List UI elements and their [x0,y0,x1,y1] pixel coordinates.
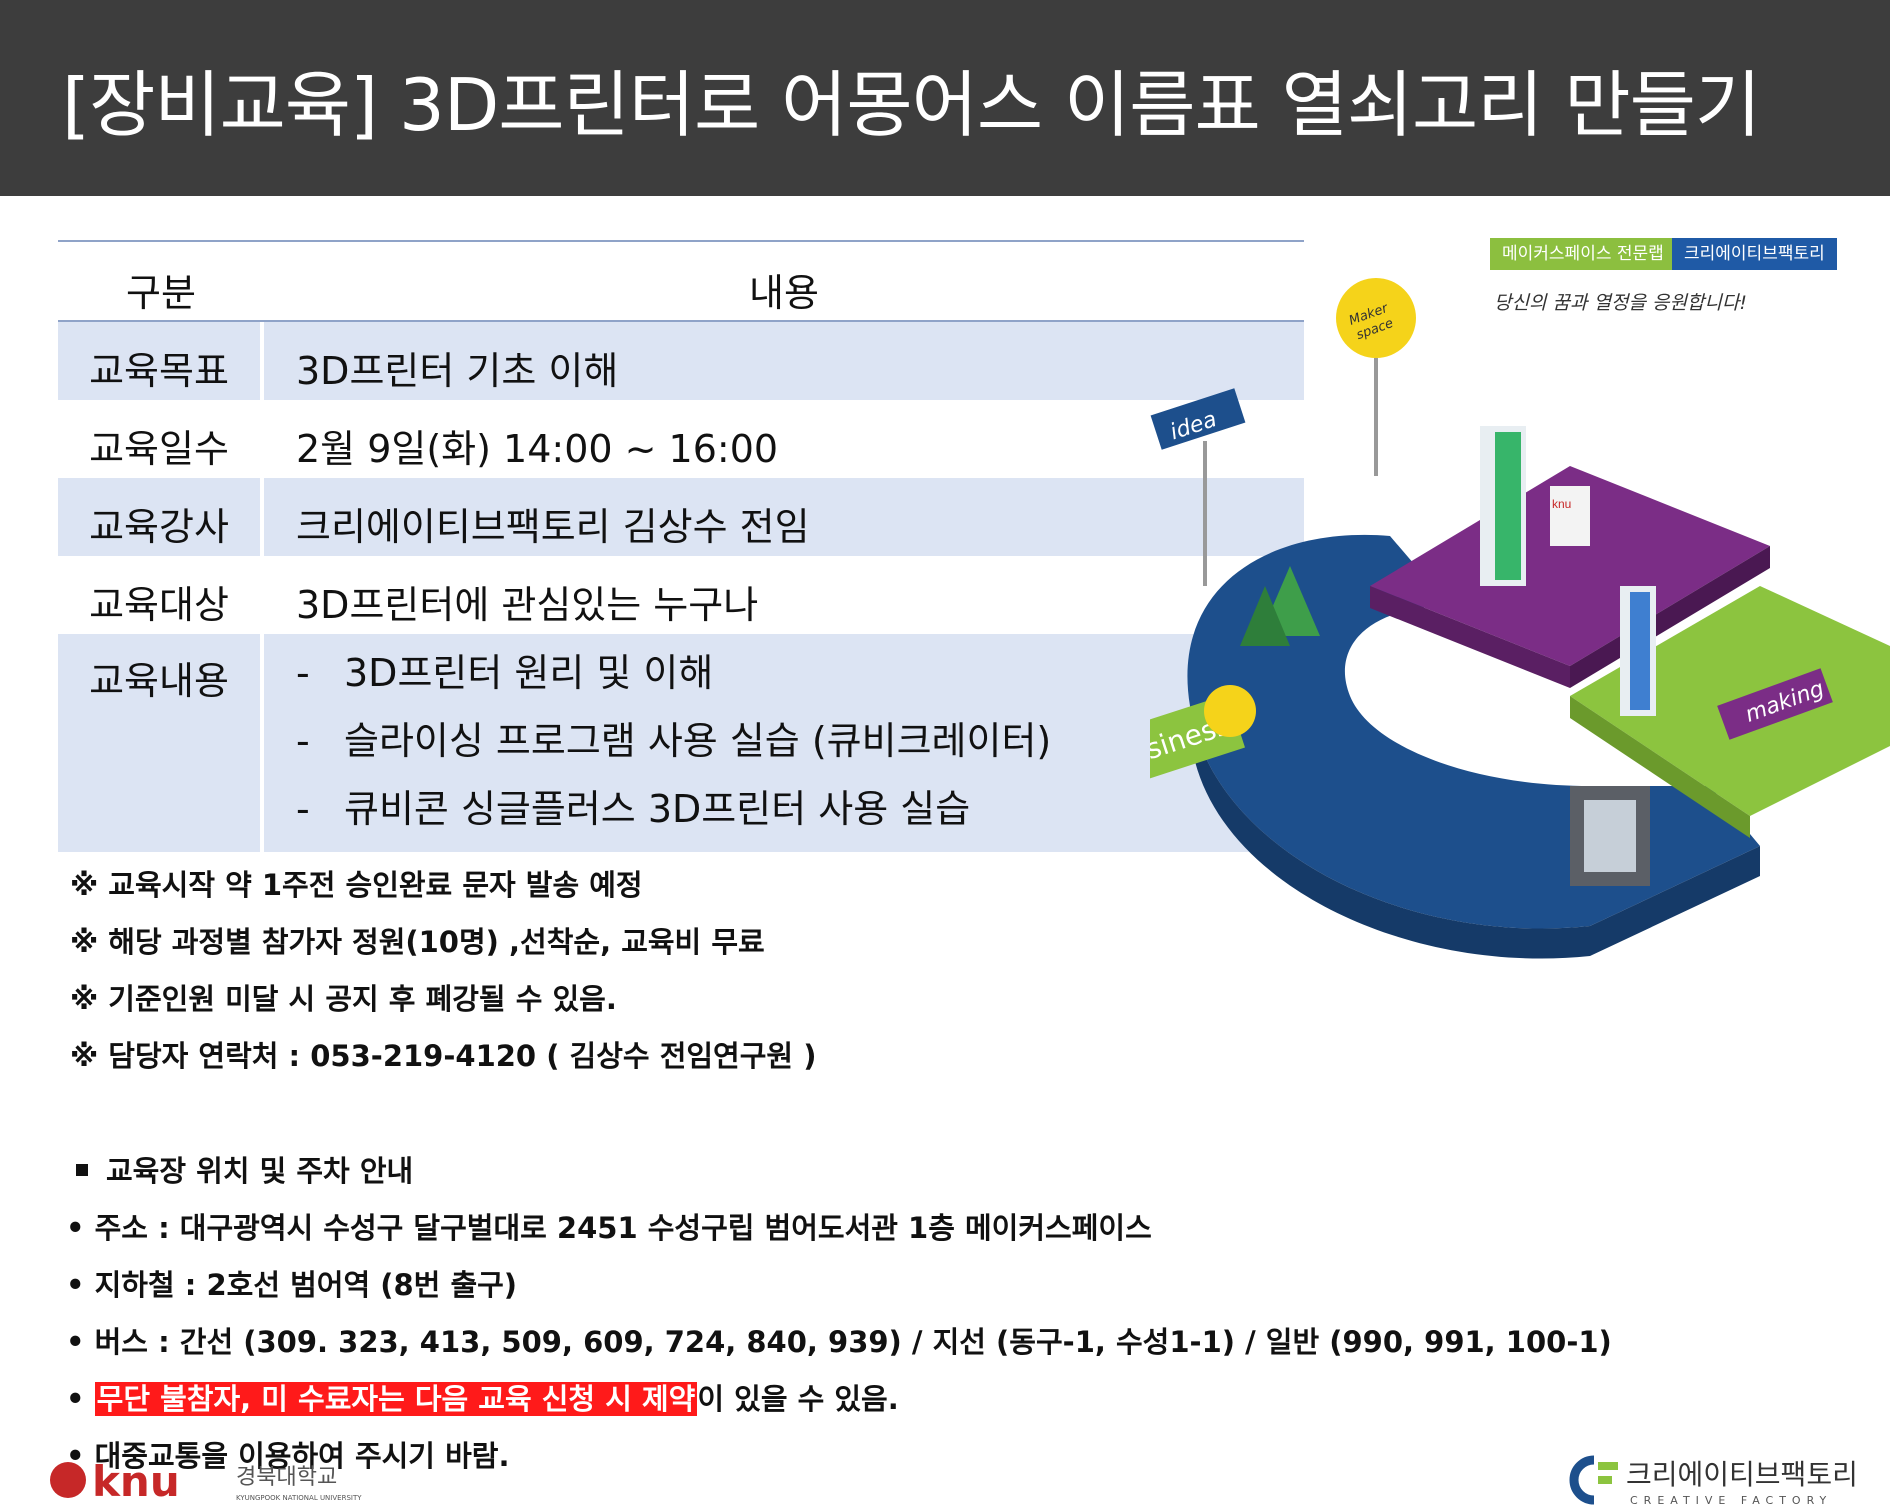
makerspace-illustration: knu idea Maker space business making [1150,278,1890,959]
cf-korean-name: 크리에이티브팩토리 [1626,1458,1858,1491]
warning-highlight: 무단 불참자, 미 수료자는 다음 교육 신청 시 제약 [94,1382,698,1416]
note-item: ※ 해당 과정별 참가자 정원(10명) ,선착순, 교육비 무료 [70,925,765,959]
transit-note: • 대중교통을 이용하여 주시기 바람. [66,1439,510,1473]
title-bar: [장비교육] 3D프린터로 어몽어스 이름표 열쇠고리 만들기 [0,0,1890,196]
building-window [1495,432,1521,580]
row-value: 3D프린터에 관심있는 누구나 [296,583,759,627]
row-value: 크리에이티브팩토리 김상수 전임 [296,505,810,549]
purple-platform-edge [1370,586,1570,688]
course-info-table: 구분 내용 교육목표 3D프린터 기초 이해 교육일수 2월 9일(화) 14:… [58,240,1304,852]
tree-icon [1240,586,1290,646]
badge-makerspace-lab: 메이커스페이스 전문랩 [1490,238,1676,270]
row-label: 교육대상 [58,556,264,634]
list-item-text: 큐비콘 싱글플러스 3D프린터 사용 실습 [344,787,971,831]
blue-platform-edge [1190,706,1760,959]
subway: • 지하철 : 2호선 범어역 (8번 출구) [66,1268,518,1302]
row-value: 3D프린터 기초 이해 [296,349,619,393]
table-row: 교육목표 3D프린터 기초 이해 [58,322,1304,400]
cf-mark-icon [1569,1455,1595,1505]
row-value: 2월 9일(화) 14:00 ~ 16:00 [296,427,779,471]
notes: ※ 교육시작 약 1주전 승인완료 문자 발송 예정 ※ 해당 과정별 참가자 … [70,862,816,1090]
green-platform [1570,586,1890,816]
knu-logo: knu 경북대학교 KYUNGPOOK NATIONAL UNIVERSITY [50,1457,362,1506]
dash: - [296,719,310,763]
business-sign [1150,694,1245,794]
row-label: 교육강사 [58,478,264,556]
note-item: ※ 기준인원 미달 시 공지 후 폐강될 수 있음. [70,982,617,1016]
idea-sign [1150,388,1246,450]
dash: - [296,651,310,695]
list-item-text: 슬라이싱 프로그램 사용 실습 (큐비크레이터) [344,719,1052,763]
address: • 주소 : 대구광역시 수성구 달구벌대로 2451 수성구립 범어도서관 1… [66,1211,1152,1245]
knu-korean-name: 경북대학교 [236,1465,337,1490]
table-top-line [58,240,1304,242]
maker-space-sign [1336,278,1416,358]
note-item: ※ 교육시작 약 1주전 승인완료 문자 발송 예정 [70,868,643,902]
table-header: 구분 내용 [58,242,1304,322]
list-item: -슬라이싱 프로그램 사용 실습 (큐비크레이터) [296,710,1051,778]
list-item: -큐비콘 싱글플러스 3D프린터 사용 실습 [296,778,1051,846]
purple-platform [1370,466,1770,666]
page-title: [장비교육] 3D프린터로 어몽어스 이름표 열쇠고리 만들기 [62,63,1761,147]
table-row: 교육대상 3D프린터에 관심있는 누구나 [58,556,1304,634]
knu-emblem-icon [50,1462,86,1498]
bus: • 버스 : 간선 (309. 323, 413, 509, 609, 724,… [66,1325,1612,1359]
location-heading: 교육장 위치 및 주차 안내 [106,1154,414,1188]
knu-wordmark: knu [92,1457,180,1506]
header-category: 구분 [126,271,196,315]
table-row: 교육일수 2월 9일(화) 14:00 ~ 16:00 [58,400,1304,478]
row-label: 교육목표 [58,322,264,400]
badge-creative-factory: 크리에이티브팩토리 [1672,238,1837,270]
building-window [1630,592,1650,710]
making-sign [1717,668,1833,740]
printer-3d-window [1584,800,1636,872]
table-row: 교육강사 크리에이티브팩토리 김상수 전임 [58,478,1304,556]
lightbulb-icon [1204,685,1256,737]
knu-english-name: KYUNGPOOK NATIONAL UNIVERSITY [236,1494,362,1502]
table-row-content: 교육내용 -3D프린터 원리 및 이해 -슬라이싱 프로그램 사용 실습 (큐비… [58,634,1304,852]
row-label: 교육일수 [58,400,264,478]
building [1550,486,1590,546]
location-heading-row: 교육장 위치 및 주차 안내 [66,1148,1612,1205]
green-platform-edge [1570,696,1750,838]
warning-rest: 이 있을 수 있음. [697,1382,899,1416]
cf-english-name: CREATIVE FACTORY [1630,1494,1832,1507]
warning: • 무단 불참자, 미 수료자는 다음 교육 신청 시 제약이 있을 수 있음. [66,1376,1612,1433]
content-list: -3D프린터 원리 및 이해 -슬라이싱 프로그램 사용 실습 (큐비크레이터)… [296,642,1051,846]
list-item: -3D프린터 원리 및 이해 [296,642,1051,710]
warning-bullet: • [66,1382,95,1416]
dash: - [296,787,310,831]
slogan: 당신의 꿈과 열정을 응원합니다! [1494,292,1747,314]
row-label: 교육내용 [58,634,264,852]
building-logo: knu [1552,497,1571,511]
header-content: 내용 [749,271,819,315]
square-bullet-icon [76,1164,88,1176]
location-info: 교육장 위치 및 주차 안내 • 주소 : 대구광역시 수성구 달구벌대로 24… [66,1148,1612,1490]
list-item-text: 3D프린터 원리 및 이해 [344,651,714,695]
creative-factory-logo: 크리에이티브팩토리 CREATIVE FACTORY [1569,1455,1858,1507]
note-item: ※ 담당자 연락처 : 053-219-4120 ( 김상수 전임연구원 ) [70,1039,817,1073]
